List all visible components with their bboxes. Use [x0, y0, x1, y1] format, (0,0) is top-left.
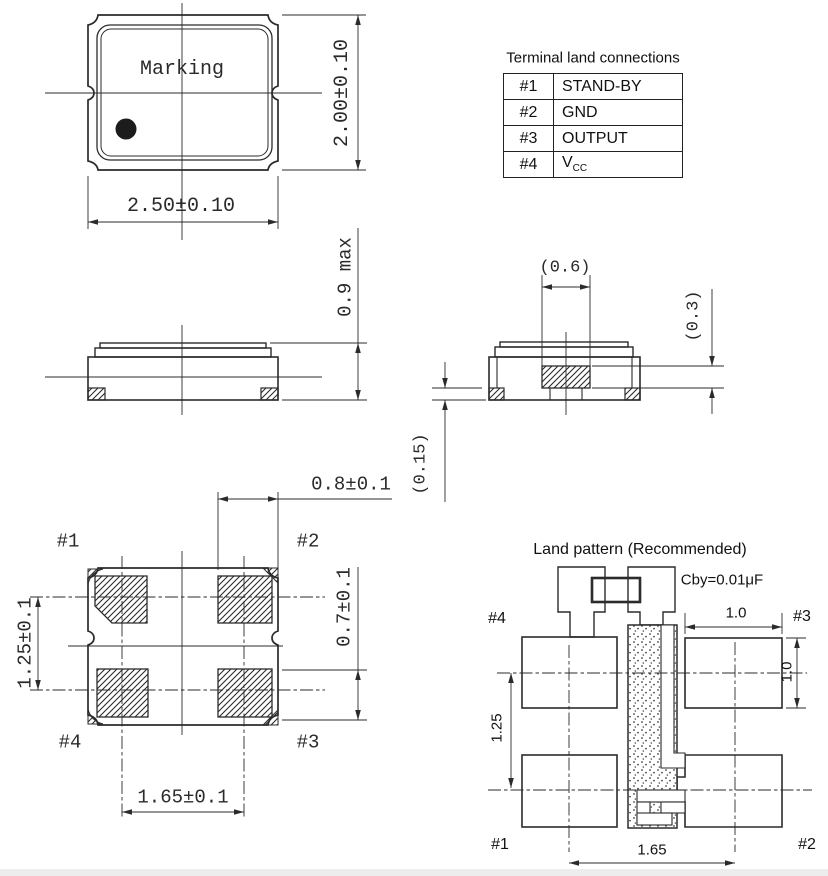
pad-stubs [549, 388, 583, 400]
dim-bottom-col-pitch: 1.65±0.1 [137, 786, 229, 809]
lp-pin4-label: #4 [488, 610, 506, 627]
dim-lp-col-pitch: 1.65 [637, 841, 667, 859]
dim-bottom-pad-height: 0.7±0.1 [333, 567, 356, 647]
body [488, 356, 641, 401]
corner-castellations [87, 567, 279, 726]
lp-pin3-label: #3 [793, 608, 811, 625]
arrowheads [35, 496, 361, 815]
bottom-pin3-label: #3 [296, 731, 320, 754]
terminal-table-title: Terminal land connections [506, 49, 680, 67]
centerlines [45, 325, 322, 415]
dimension-lines [87, 14, 366, 229]
bottom-pin4-label: #4 [58, 731, 82, 754]
bypass-cap-label: Cby=0.01μF [680, 571, 764, 589]
bypass-capacitor [590, 576, 642, 604]
land-pad-4 [521, 636, 618, 709]
centerlines [68, 551, 283, 735]
dim-thickness-max: 0.9 max [334, 237, 357, 317]
dimension-lines [37, 492, 392, 813]
pin1-index-dot [115, 118, 137, 140]
dim-pad-depth: (0.3) [684, 290, 704, 342]
table-row: #3 OUTPUT [503, 125, 683, 152]
pin-function: STAND-BY [553, 73, 683, 100]
table-row: #4 VCC [503, 151, 683, 178]
dim-bottom-row-pitch: 1.25±0.1 [14, 597, 37, 689]
table-row: #1 STAND-BY [503, 73, 683, 100]
bottom-pin2-label: #2 [296, 530, 320, 553]
dim-height: 2.00±0.10 [331, 38, 354, 148]
land-pad-1 [521, 754, 618, 828]
pad-1 [94, 575, 148, 624]
lid-top [499, 341, 629, 348]
marking-label: Marking [139, 58, 225, 81]
bottom-view [30, 492, 392, 818]
castellation-edges [496, 357, 633, 388]
package-outline [87, 14, 279, 171]
pad-3 [217, 668, 273, 718]
lid-top [99, 342, 267, 349]
pin-function: OUTPUT [553, 125, 683, 152]
pin-number: #1 [503, 73, 554, 100]
terminal-foot-right [624, 387, 641, 401]
land-pattern [488, 566, 812, 866]
centerlines [45, 3, 322, 240]
lid-step [494, 346, 634, 358]
inner-trace [636, 624, 686, 826]
pad-centerlines [488, 642, 812, 852]
terminal-land-table: #1 STAND-BY #2 GND #3 OUTPUT #4 VCC [503, 73, 683, 178]
dim-lp-pad-height: 1.0 [778, 661, 796, 683]
trace-right [627, 566, 676, 626]
top-view [45, 3, 366, 240]
dimension-lines [270, 228, 367, 401]
arrowheads [88, 15, 361, 225]
end-view [432, 275, 724, 502]
pin-number: #2 [503, 99, 554, 126]
land-pad-2 [676, 754, 783, 828]
lp-pin1-label: #1 [491, 836, 509, 853]
dim-lp-row-pitch: 1.25 [488, 713, 506, 743]
pin-number: #3 [503, 125, 554, 152]
trace-left [557, 566, 606, 638]
pad-2 [217, 575, 273, 624]
lp-pin2-label: #2 [798, 836, 816, 853]
page-edge [0, 869, 828, 876]
body [87, 356, 279, 401]
terminal-foot-left [488, 387, 505, 401]
land-pattern-title: Land pattern (Recommended) [533, 541, 747, 558]
dimension-lines [510, 613, 806, 864]
dim-bottom-pad-width: 0.8±0.1 [311, 473, 391, 496]
pin-function: VCC [553, 151, 683, 178]
pad-4 [96, 668, 149, 718]
lid-seam [100, 28, 269, 157]
pin-function: GND [553, 99, 683, 126]
dim-width: 2.50±0.10 [126, 195, 236, 218]
vcc-subscript: CC [572, 163, 588, 175]
pin-number: #4 [503, 151, 554, 178]
terminal-foot-left [87, 387, 106, 401]
dim-lp-pad-width: 1.0 [725, 604, 747, 622]
arrowheads [508, 624, 800, 866]
pad-centerlines [30, 556, 325, 818]
terminal-foot-right [260, 387, 279, 401]
arrowheads [442, 284, 715, 410]
arrowheads [355, 343, 361, 400]
dim-lid-width: (0.6) [539, 258, 591, 278]
dimension-lines [432, 275, 724, 502]
lid-outline [96, 24, 273, 161]
lid-step [94, 347, 272, 358]
dim-standoff: (0.15) [411, 433, 431, 495]
bottom-pin1-label: #1 [56, 530, 80, 553]
table-row: #2 GND [503, 99, 683, 126]
side-view [45, 228, 367, 415]
